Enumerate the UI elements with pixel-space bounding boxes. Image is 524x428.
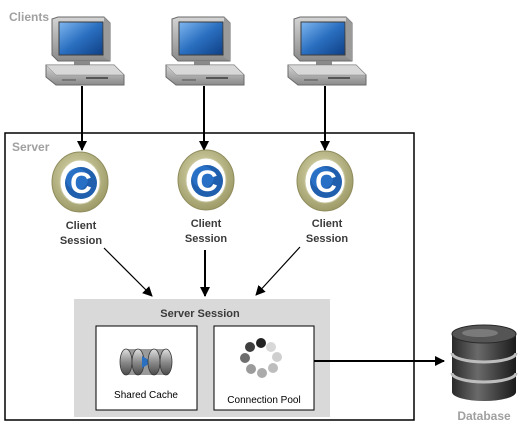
database-icon [450, 324, 518, 401]
client-session-label: Client [191, 218, 222, 230]
connection-pool-icon [240, 338, 282, 378]
svg-text:C: C [196, 165, 218, 198]
desktop-computer-icon [45, 16, 125, 86]
client-session-label: Session [60, 235, 102, 247]
client-session-icon: C [51, 151, 109, 213]
shared-cache-icon [119, 348, 173, 376]
server-session-label: Server Session [160, 308, 240, 320]
desktop-computer-icon [287, 16, 367, 86]
connection-pool-label: Connection Pool [227, 395, 300, 406]
client-session-label: Session [306, 233, 348, 245]
client-session-label: Client [312, 218, 343, 230]
arrow-session1-to-server-session [103, 247, 153, 297]
client-session-label: Session [185, 233, 227, 245]
shared-cache-label: Shared Cache [114, 390, 178, 401]
database-label: Database [457, 409, 511, 423]
server-label: Server [12, 140, 50, 154]
client-session-label: Client [66, 220, 97, 232]
client-session-icon: C [177, 149, 235, 211]
desktop-computer-icon [165, 16, 245, 86]
arrow-session3-to-server-session [255, 246, 301, 296]
clients-label: Clients [9, 10, 49, 24]
server-box [4, 132, 415, 421]
client-session-icon: C [296, 150, 354, 212]
svg-text:C: C [315, 166, 337, 199]
svg-text:C: C [70, 167, 92, 200]
